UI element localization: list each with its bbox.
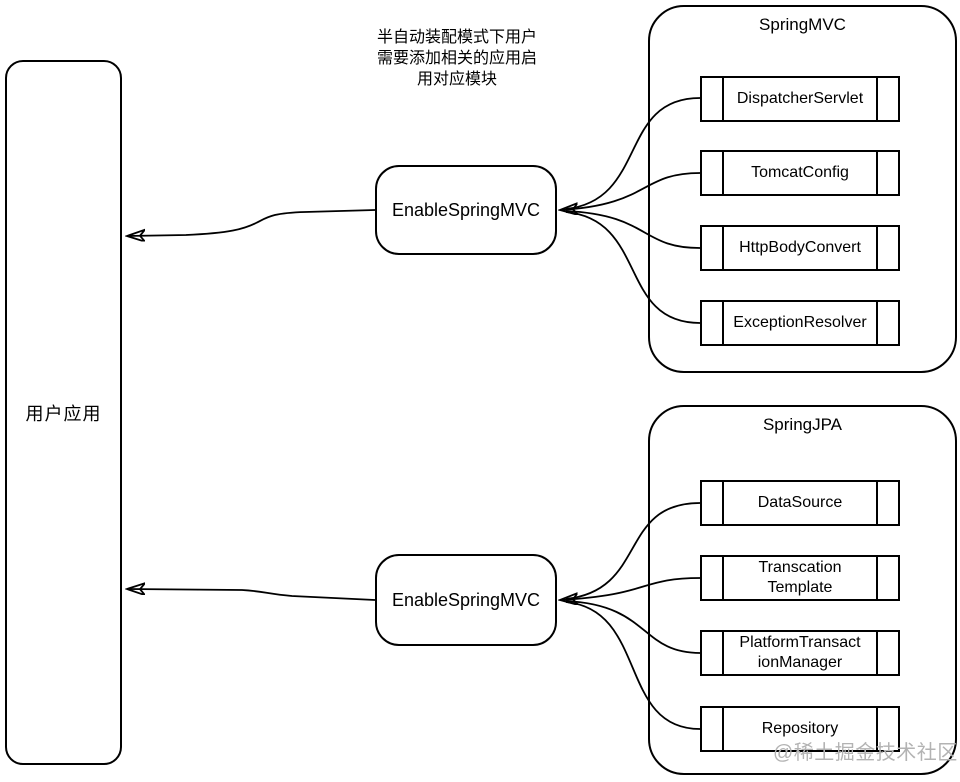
component-right-divider: [876, 482, 878, 524]
node-user-app-label: 用户应用: [25, 403, 102, 424]
annotation-note: 半自动装配模式下用户 需要添加相关的应用启 用对应模块: [352, 27, 562, 90]
component-label-line: Transcation: [758, 559, 842, 576]
component-left-divider: [722, 482, 724, 524]
component-httpbodyconvert: HttpBodyConvert: [700, 225, 900, 271]
component-right-divider: [876, 632, 878, 674]
component-left-divider: [722, 302, 724, 344]
component-label: DataSource: [724, 482, 876, 524]
component-right-divider: [876, 708, 878, 750]
component-label-line: ExceptionResolver: [733, 314, 867, 331]
component-label-line: DispatcherServlet: [736, 90, 864, 107]
watermark: @稀土掘金技术社区: [773, 742, 958, 764]
annotation-note-line: 需要添加相关的应用启: [376, 50, 537, 67]
component-label: ExceptionResolver: [724, 302, 876, 344]
component-right-divider: [876, 557, 878, 599]
component-right-divider: [876, 302, 878, 344]
component-repository: Repository: [700, 706, 900, 752]
component-left-divider: [722, 152, 724, 194]
component-label-line: Repository: [761, 720, 839, 737]
component-left-divider: [722, 708, 724, 750]
edge-enabletop-to-userapp: [127, 209, 376, 236]
component-label-line: DataSource: [757, 494, 843, 511]
container-springmvc-title: SpringMVC: [759, 15, 846, 34]
component-label: Transcation Template: [724, 557, 876, 599]
component-label-line: PlatformTransact: [739, 634, 861, 651]
node-enablespringmvc-top: EnableSpringMVC: [375, 165, 557, 255]
component-label-line: HttpBodyConvert: [739, 239, 861, 256]
node-user-app: 用户应用: [5, 60, 122, 765]
component-transcation-template: Transcation Template: [700, 555, 900, 601]
component-label: PlatformTransact ionManager: [724, 632, 876, 674]
component-label-line: ionManager: [757, 654, 843, 671]
component-right-divider: [876, 152, 878, 194]
component-label: HttpBodyConvert: [724, 227, 876, 269]
node-enablespringmvc-bottom-label: EnableSpringMVC: [391, 589, 541, 610]
node-enablespringmvc-top-label: EnableSpringMVC: [391, 199, 541, 220]
component-label: Repository: [724, 708, 876, 750]
component-left-divider: [722, 632, 724, 674]
component-label: DispatcherServlet: [724, 78, 876, 120]
component-right-divider: [876, 227, 878, 269]
edge-enablebottom-to-userapp: [127, 589, 376, 601]
component-left-divider: [722, 78, 724, 120]
container-springjpa-title: SpringJPA: [762, 415, 843, 434]
component-platformtransactionmanager: PlatformTransact ionManager: [700, 630, 900, 676]
node-enablespringmvc-bottom: EnableSpringMVC: [375, 554, 557, 646]
component-right-divider: [876, 78, 878, 120]
component-exceptionresolver: ExceptionResolver: [700, 300, 900, 346]
component-dispatcherservlet: DispatcherServlet: [700, 76, 900, 122]
component-tomcatconfig: TomcatConfig: [700, 150, 900, 196]
component-label: TomcatConfig: [724, 152, 876, 194]
annotation-note-line: 用对应模块: [416, 71, 497, 88]
component-label-line: TomcatConfig: [751, 164, 849, 181]
component-left-divider: [722, 557, 724, 599]
annotation-note-line: 半自动装配模式下用户: [376, 29, 537, 46]
component-label-line: Template: [767, 579, 833, 596]
component-left-divider: [722, 227, 724, 269]
component-datasource: DataSource: [700, 480, 900, 526]
